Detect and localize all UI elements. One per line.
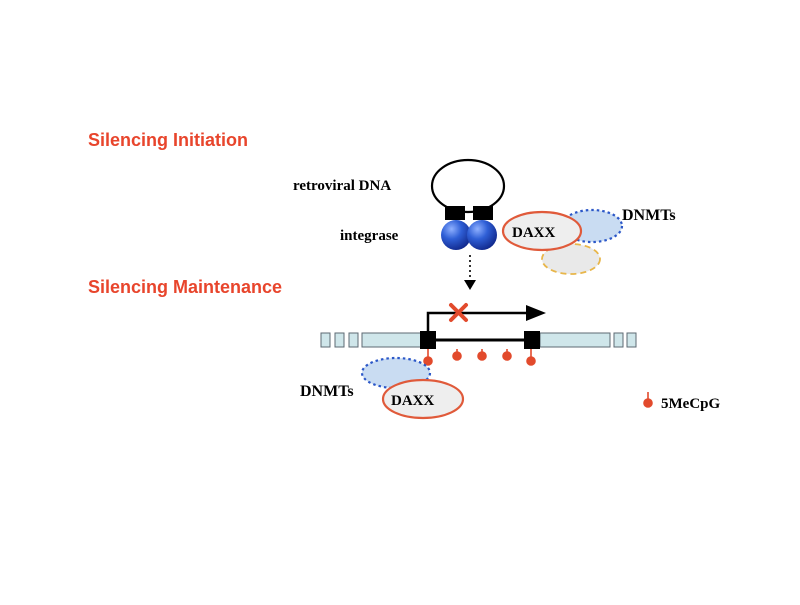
ltr-box-left (420, 331, 436, 349)
transition-arrow-head (464, 280, 476, 290)
daxx-ring-bottom (381, 378, 465, 420)
label-dnmts-bottom: DNMTs (300, 383, 354, 400)
label-integrase: integrase (340, 228, 399, 244)
partner-blob-top (541, 243, 601, 275)
retroviral-dna-loop (430, 158, 506, 214)
label-daxx-top: DAXX (512, 225, 555, 241)
methyl-cpg-marks (423, 349, 536, 366)
ltr-box-right (524, 331, 540, 349)
ltr-block-left (445, 206, 465, 220)
label-retroviral-dna: retroviral DNA (293, 178, 391, 194)
ltr-block-right (473, 206, 493, 220)
label-daxx-bottom: DAXX (391, 393, 434, 409)
legend-5mecpg-marker (643, 392, 653, 408)
heading-silencing-initiation: Silencing Initiation (88, 130, 248, 150)
integrase-ball-left (441, 220, 471, 250)
transcription-arrow (426, 311, 528, 331)
transcription-arrow-head (526, 305, 546, 321)
daxx-ring-top (501, 210, 583, 252)
heading-silencing-maintenance: Silencing Maintenance (88, 277, 282, 297)
proviral-dna-strand (320, 332, 637, 348)
blocked-transcription-x (449, 303, 468, 322)
integrase-ball-right (467, 220, 497, 250)
legend-5mecpg-label: 5MeCpG (661, 396, 720, 412)
label-dnmts-top: DNMTs (622, 207, 676, 224)
